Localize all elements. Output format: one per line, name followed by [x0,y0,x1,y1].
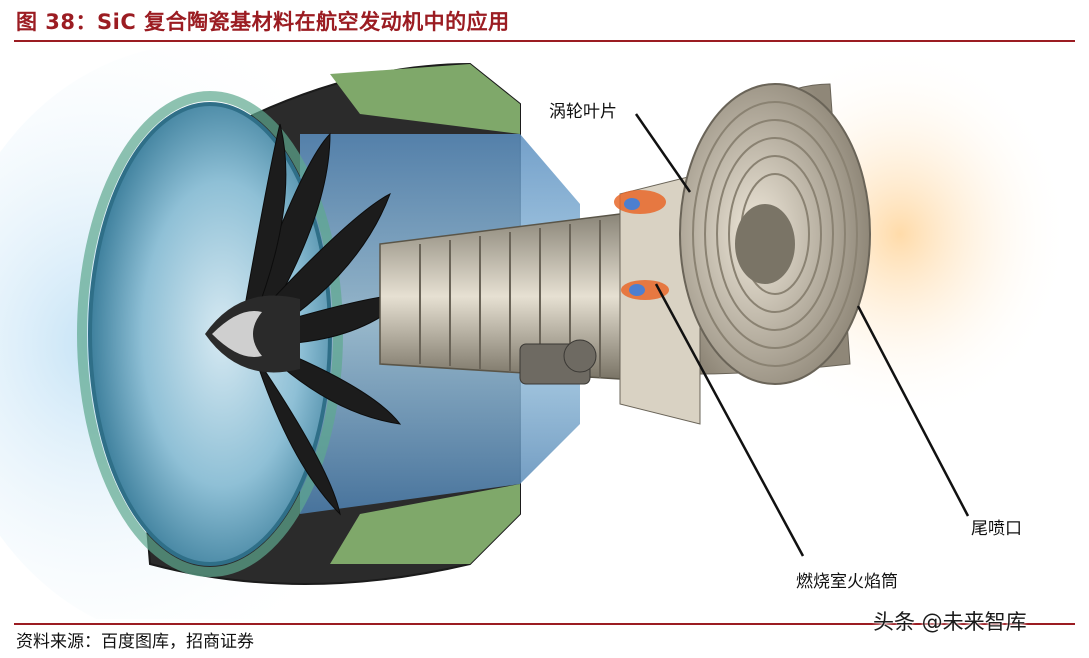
bypass-green-band-lower [330,484,520,564]
leader-tail-nozzle [856,305,970,517]
source-note: 资料来源：百度图库，招商证券 [16,632,254,652]
source-rule [14,623,1075,625]
accessory-gearbox [519,339,597,385]
jet-engine-illustration [0,44,1070,619]
label-combustor-liner: 燃烧室火焰筒 [796,572,898,592]
label-tail-nozzle: 尾喷口 [971,519,1022,539]
leader-turbine-blade [634,113,692,193]
leader-combustor-liner [654,283,805,557]
leader-lines [634,113,970,557]
figure-title: 图 38：SiC 复合陶瓷基材料在航空发动机中的应用 [16,10,510,34]
watermark: 头条 @未来智库 [873,610,1027,634]
title-rule [14,40,1075,42]
combustor-flame-upper [614,190,666,214]
nozzle-hub [735,204,795,284]
label-turbine-blade: 涡轮叶片 [549,102,617,122]
bypass-green-band [330,64,520,134]
